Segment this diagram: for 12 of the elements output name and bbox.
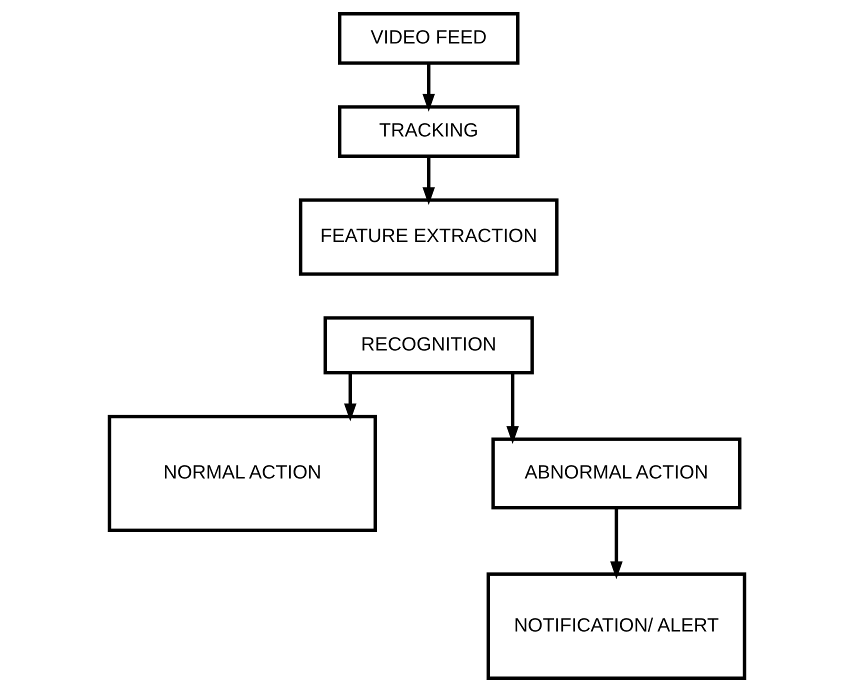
- arrow: [506, 373, 519, 444]
- arrow: [422, 156, 435, 206]
- node-box: TRACKING: [338, 105, 520, 158]
- node-box: NORMAL ACTION: [108, 414, 377, 532]
- node-box: ABNORMAL ACTION: [491, 437, 742, 510]
- arrow: [344, 373, 357, 422]
- arrow: [610, 508, 623, 580]
- node-box: VIDEO FEED: [338, 12, 520, 65]
- node-box: FEATURE EXTRACTION: [298, 198, 559, 276]
- node-box: NOTIFICATION/ ALERT: [486, 572, 746, 680]
- node-box: RECOGNITION: [324, 316, 534, 374]
- arrow: [422, 63, 435, 112]
